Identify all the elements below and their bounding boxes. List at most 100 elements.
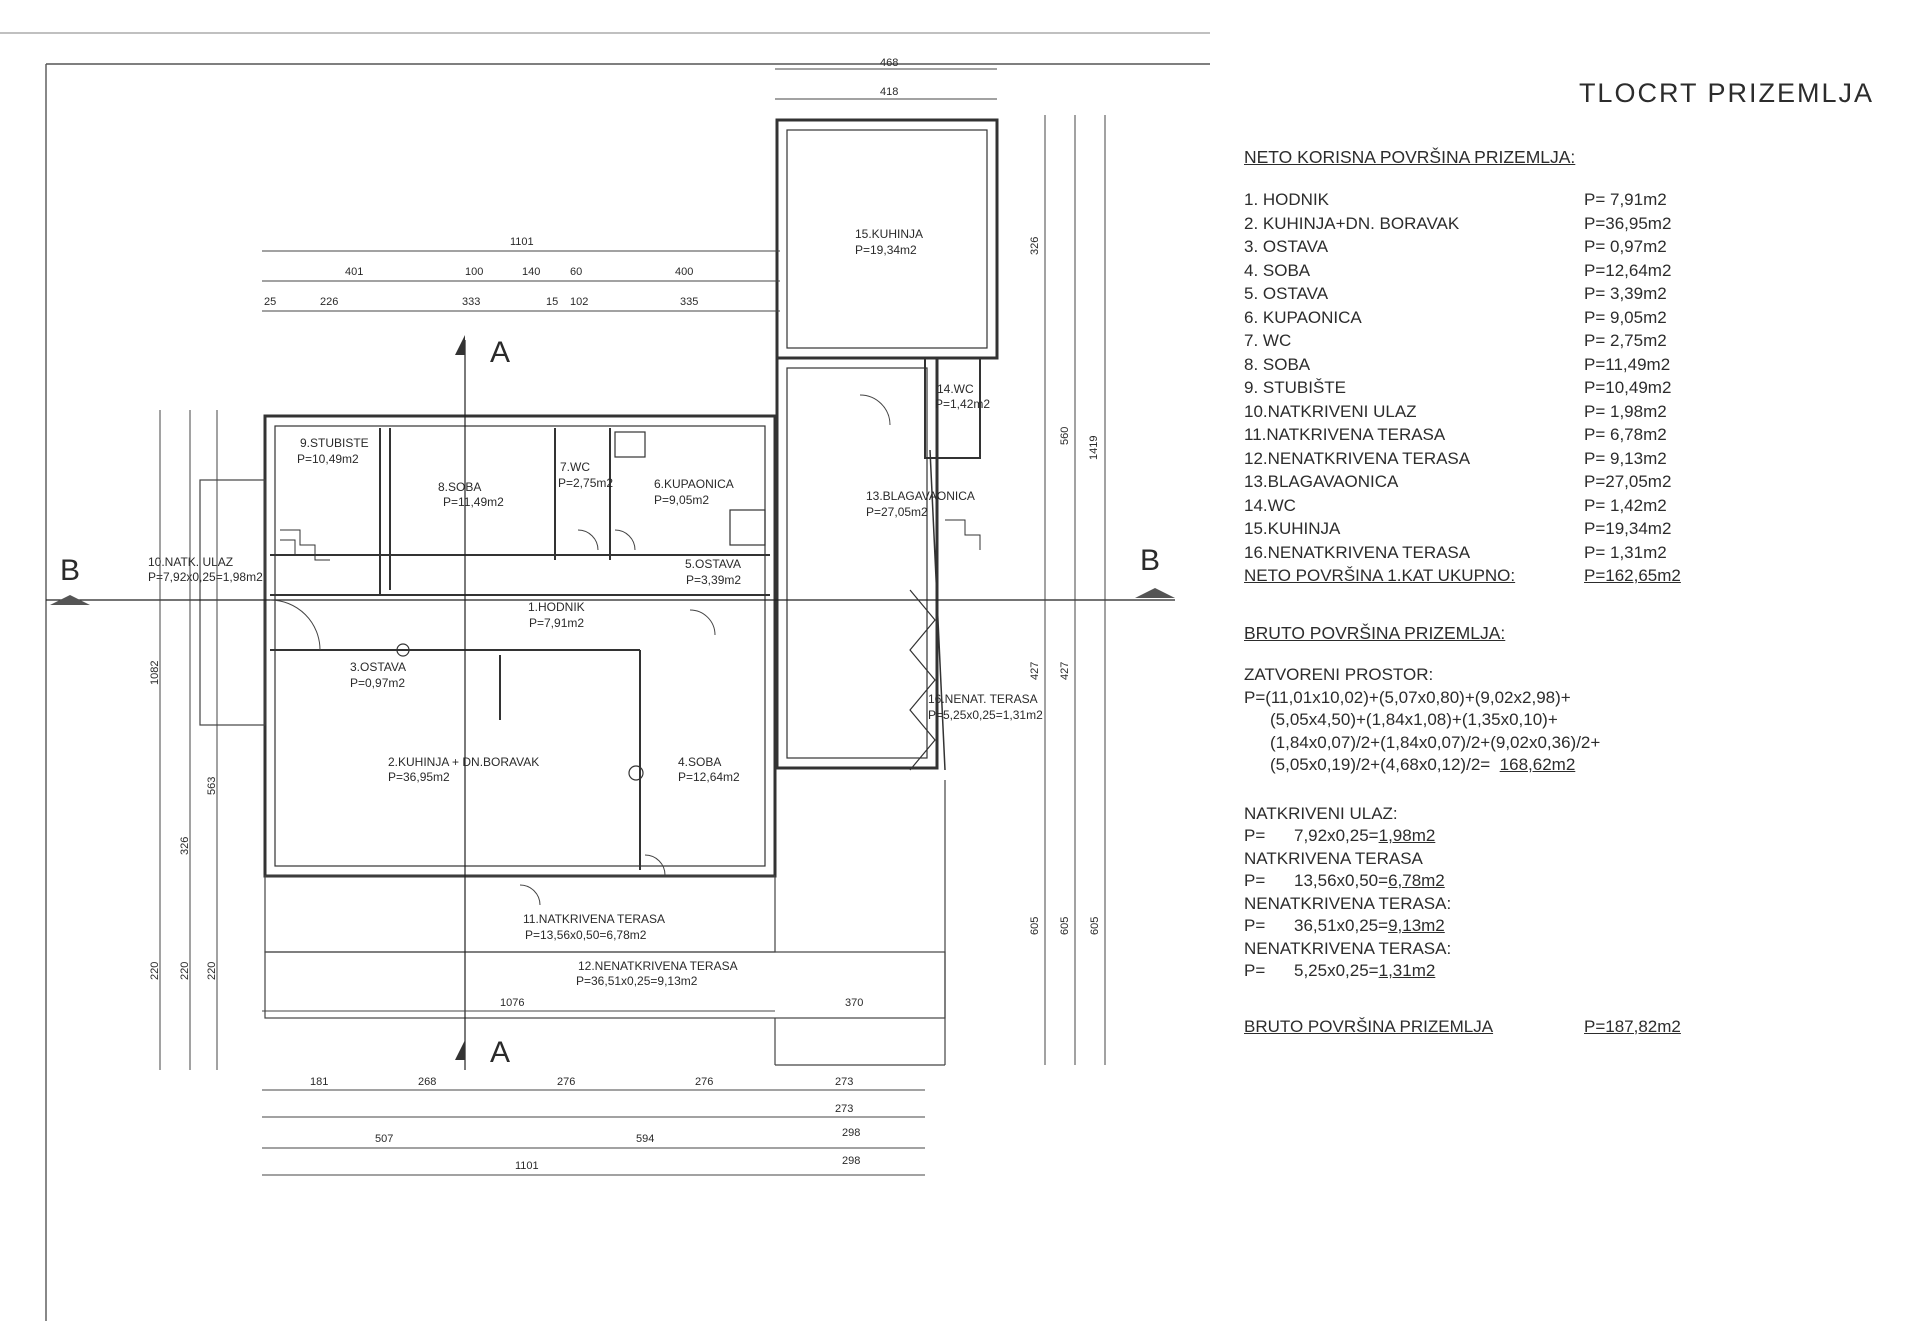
section-lines — [46, 340, 1175, 1070]
dim-bottom-594: 594 — [636, 1133, 654, 1145]
closed-space-label: ZATVORENI PROSTOR: — [1244, 665, 1434, 684]
dim-top-401: 401 — [345, 266, 363, 278]
section-a-top-marker — [455, 335, 465, 355]
neto-total-value: P=162,65m2 — [1584, 566, 1681, 585]
room-11-name: 11.NATKRIVENA TERASA — [523, 912, 665, 926]
dim-right-605a: 605 — [1029, 917, 1041, 935]
bruto-item-label: NENATKRIVENA TERASA: — [1244, 938, 1452, 958]
formula-line: (1,84x0,07)/2+(1,84x0,07)/2+(9,02x0,36)/… — [1270, 732, 1601, 752]
room-name: 12.NENATKRIVENA TERASA — [1244, 448, 1471, 468]
bruto-item-calc: P=36,51x0,25=9,13m2 — [1244, 915, 1904, 938]
dim-left-326: 326 — [179, 837, 191, 855]
room-11-area: P=13,56x0,50=6,78m2 — [525, 928, 647, 942]
room-name: 4. SOBA — [1244, 260, 1311, 280]
formula-line-last: (5,05x0,19)/2+(4,68x0,12)/2= 168,62m2 — [1244, 754, 1904, 777]
room-9-name: 9.STUBISTE — [300, 436, 369, 450]
dim-right-462: 326 — [1029, 237, 1041, 255]
room-row: 10.NATKRIVENI ULAZ P= 1,98m2 — [1244, 400, 1904, 424]
room-area: P=19,34m2 — [1584, 519, 1672, 538]
room-2-name: 2.KUHINJA + DN.BORAVAK — [388, 755, 539, 769]
dim-left-1082: 1082 — [149, 661, 161, 685]
bruto-item-expr: 7,92x0,25= — [1294, 826, 1379, 845]
dim-kitchen-468: 468 — [880, 57, 898, 69]
dim-top-140: 140 — [522, 266, 540, 278]
room-area: P=36,95m2 — [1584, 213, 1672, 233]
dimension-labels: 1101 401 100 140 60 400 25 226 333 15 10… — [149, 57, 1101, 1172]
bruto-item-expr: 13,56x0,50= — [1294, 871, 1389, 890]
room-12-area: P=36,51x0,25=9,13m2 — [576, 974, 698, 988]
bruto-total-row: BRUTO POVRŠINA PRIZEMLJA P=187,82m2 — [1244, 1017, 1904, 1037]
bruto-total-label: BRUTO POVRŠINA PRIZEMLJA — [1244, 1016, 1494, 1036]
room-name: 7. WC — [1244, 331, 1292, 350]
dim-bottom-276a: 276 — [557, 1076, 575, 1088]
dim-top-15: 15 — [546, 296, 558, 308]
terrace-outlines — [199, 479, 946, 1066]
room-area: P= 1,98m2 — [1584, 401, 1667, 421]
dim-bottom-276b: 276 — [695, 1076, 713, 1088]
room-16-name: 16.NENAT. TERASA — [928, 692, 1038, 706]
dimension-lines — [159, 68, 1106, 1176]
room-name: 3. OSTAVA — [1244, 237, 1329, 256]
room-13-area: P=27,05m2 — [866, 505, 928, 519]
room-4-name: 4.SOBA — [678, 755, 721, 769]
room-4-area: P=12,64m2 — [678, 770, 740, 784]
section-a-bottom-label: A — [490, 1036, 510, 1069]
door-swings — [269, 394, 891, 906]
room-12-name: 12.NENATKRIVENA TERASA — [578, 959, 738, 973]
room-area: P= 0,97m2 — [1584, 237, 1667, 256]
bruto-item-p: P= — [1244, 961, 1266, 980]
room-name: 13.BLAGAVAONICA — [1244, 472, 1399, 491]
room-name: 10.NATKRIVENI ULAZ — [1244, 401, 1417, 421]
dim-left-220b: 220 — [179, 962, 191, 980]
dim-bottom-total: 1101 — [515, 1160, 539, 1172]
zigzag-wall — [909, 589, 936, 771]
section-b-right-label: B — [1140, 544, 1160, 577]
room-name: 6. KUPAONICA — [1244, 307, 1362, 327]
neto-heading: NETO KORISNA POVRŠINA PRIZEMLJA: — [1244, 147, 1576, 167]
room-area: P= 9,13m2 — [1584, 448, 1667, 468]
dim-terrace-1076: 1076 — [500, 997, 524, 1009]
room-area: P= 9,05m2 — [1584, 307, 1667, 327]
room-6-name: 6.KUPAONICA — [654, 477, 734, 491]
room-7-area: P=2,75m2 — [558, 476, 613, 490]
area-legend: TLOCRT PRIZEMLJA NETO KORISNA POVRŠINA P… — [1244, 78, 1904, 1037]
dim-top-400: 400 — [675, 266, 693, 278]
room-5-name: 5.OSTAVA — [685, 557, 741, 571]
dim-top-335: 335 — [680, 296, 698, 308]
dim-bottom-273: 273 — [835, 1076, 853, 1088]
bruto-item: NATKRIVENI ULAZ:P=7,92x0,25=1,98m2 — [1244, 803, 1904, 848]
room-area: P= 7,91m2 — [1584, 190, 1667, 209]
formula-line: P=(11,01x10,02)+(5,07x0,80)+(9,02x2,98)+ — [1244, 687, 1571, 707]
section-b-right-marker — [1135, 588, 1175, 598]
room-15-area: P=19,34m2 — [855, 243, 917, 257]
bruto-item: NENATKRIVENA TERASA:P=36,51x0,25=9,13m2 — [1244, 893, 1904, 938]
dim-right-427a: 427 — [1029, 662, 1041, 680]
stairs — [280, 519, 981, 561]
dim-right-605c: 605 — [1089, 917, 1101, 935]
bruto-item-result: 9,13m2 — [1388, 916, 1445, 935]
room-row: 6. KUPAONICA P= 9,05m2 — [1244, 306, 1904, 330]
dim-right-427b: 427 — [1059, 662, 1071, 680]
dim-bottom-298a: 298 — [842, 1127, 860, 1139]
bruto-item-label: NENATKRIVENA TERASA: — [1244, 893, 1452, 913]
dim-left-220a: 220 — [149, 962, 161, 980]
drawing-title: TLOCRT PRIZEMLJA — [1578, 78, 1874, 108]
room-10-area: P=7,92x0,25=1,98m2 — [148, 570, 263, 584]
bruto-item-calc: P=7,92x0,25=1,98m2 — [1244, 825, 1904, 848]
room-3-name: 3.OSTAVA — [350, 660, 406, 674]
bruto-item-p: P= — [1244, 916, 1266, 935]
dim-top-102: 102 — [570, 296, 588, 308]
formula-line: (5,05x4,50)+(1,84x1,08)+(1,35x0,10)+ — [1270, 710, 1558, 729]
dim-top-226: 226 — [320, 296, 338, 308]
room-8-name: 8.SOBA — [438, 480, 481, 494]
closed-space-result: 168,62m2 — [1499, 755, 1576, 774]
dim-left-220c: 220 — [206, 962, 218, 980]
section-b-left-label: B — [60, 554, 80, 587]
